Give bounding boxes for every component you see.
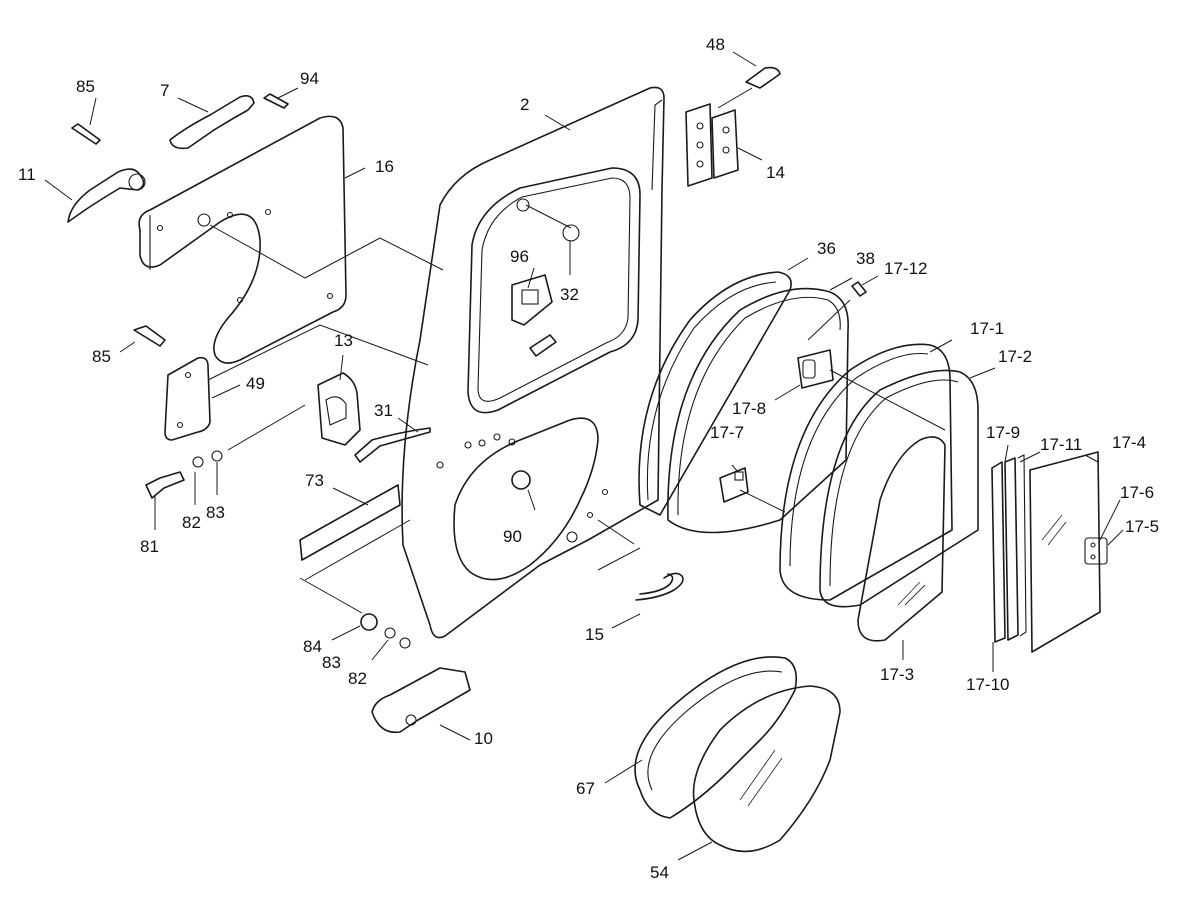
glass-part-17-3: [857, 436, 946, 642]
callout-11: 11: [18, 165, 36, 184]
callout-82: 82: [182, 513, 201, 532]
callout-82-lower: 82: [348, 669, 367, 688]
callout-17-3: 17-3: [880, 665, 914, 684]
washer-part-83-lower: [384, 627, 396, 639]
screw-part-94: [263, 93, 289, 109]
callout-14: 14: [766, 163, 785, 182]
callout-13: 13: [334, 331, 353, 350]
callout-83-lower: 83: [322, 653, 341, 672]
callout-81: 81: [140, 537, 159, 556]
callout-17-2: 17-2: [998, 347, 1032, 366]
callout-73: 73: [305, 471, 324, 490]
callout-17-11: 17-11: [1040, 435, 1082, 454]
handle-part-10: [371, 667, 471, 734]
glass-part-54: [692, 685, 841, 853]
callout-38: 38: [856, 249, 875, 268]
callout-17-10: 17-10: [966, 675, 1009, 694]
channel-part-17-10: [1004, 457, 1019, 641]
channel-part-17-11: [1017, 454, 1027, 637]
frame-part-17-1: [779, 343, 953, 601]
hinge-part-17-5: [1084, 537, 1108, 565]
pin-part-48: [745, 66, 781, 89]
callout-16: 16: [375, 157, 394, 176]
bolt-part-85-lower: [133, 325, 166, 347]
seal-part-67: [634, 656, 798, 819]
callout-17-9: 17-9: [986, 423, 1020, 442]
callout-17-12: 17-12: [884, 259, 927, 278]
callout-17-6: 17-6: [1120, 483, 1154, 502]
callout-labels: 2 7 10 11 13 14 15 16 31 32 36 38 48 49 …: [18, 35, 1159, 882]
callout-85-upper: 85: [76, 77, 95, 96]
nut-part-90: [511, 470, 531, 490]
callout-17-5: 17-5: [1125, 517, 1159, 536]
callout-17-7: 17-7: [710, 423, 744, 442]
latch-part-17-7: [719, 467, 749, 503]
bolt-part-81: [145, 471, 185, 499]
callout-67: 67: [576, 779, 595, 798]
inner-plate-part-16: [138, 115, 347, 364]
callout-85-lower: 85: [92, 347, 111, 366]
callout-17-8: 17-8: [732, 399, 766, 418]
callout-90: 90: [503, 527, 522, 546]
callout-15: 15: [585, 625, 604, 644]
callout-54: 54: [650, 863, 669, 882]
seal-part-38: [667, 287, 849, 534]
callout-96: 96: [510, 247, 529, 266]
hinge-part-14: [685, 103, 739, 187]
callout-84: 84: [303, 637, 322, 656]
callout-32: 32: [560, 285, 579, 304]
callout-36: 36: [817, 239, 836, 258]
lever-knob: [128, 173, 146, 191]
washer-part-83: [211, 450, 223, 462]
leader-lines: [44, 51, 1124, 861]
u-bolt-part-15: [635, 572, 684, 601]
washer-part-82: [192, 456, 204, 468]
catch-part-17-8: [797, 349, 834, 389]
rod-part-31: [354, 427, 431, 463]
callout-10: 10: [474, 729, 493, 748]
callout-7: 7: [160, 81, 169, 100]
grip-part-7: [169, 95, 255, 150]
washer-part-82-lower: [399, 637, 411, 649]
callout-94: 94: [300, 69, 319, 88]
seal-part-36: [638, 271, 792, 516]
nut-part-84: [360, 613, 378, 631]
lever-handle-part-11: [67, 168, 145, 223]
assembly-lines: [207, 87, 946, 614]
callout-17-1: 17-1: [970, 319, 1004, 338]
screw-part-17-12: [851, 281, 867, 297]
frame-part-17-2: [819, 369, 979, 608]
channel-part-17-9: [991, 461, 1006, 643]
bracket-part-49: [164, 356, 211, 441]
bolt-part-85-upper: [71, 123, 101, 145]
callout-17-4: 17-4: [1112, 433, 1146, 452]
callout-2: 2: [520, 95, 529, 114]
callout-83: 83: [206, 503, 225, 522]
striker-part-96: [511, 274, 557, 357]
callout-48: 48: [706, 35, 725, 54]
callout-31: 31: [374, 401, 393, 420]
lock-part-13: [317, 372, 361, 446]
door-panel-part-2: [401, 86, 665, 639]
sliding-glass-part-17-4: [1029, 451, 1101, 653]
callout-49: 49: [246, 374, 265, 393]
